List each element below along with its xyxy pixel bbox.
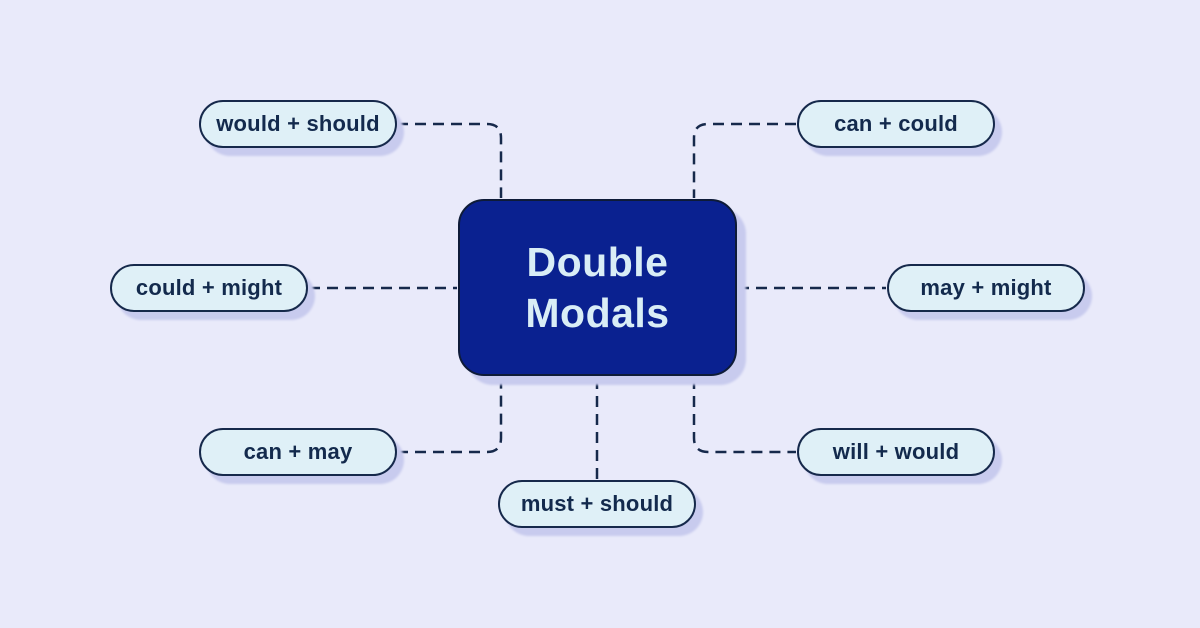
connector-would-should xyxy=(397,122,503,198)
node-can-could: can + could xyxy=(797,100,995,148)
connector-can-may xyxy=(397,378,503,454)
node-label: could + might xyxy=(135,275,283,300)
connector-will-would xyxy=(692,378,796,454)
central-node: Double Modals xyxy=(458,199,737,376)
node-will-would: will + would xyxy=(797,428,995,476)
node-label: may + might xyxy=(920,275,1052,300)
node-label: would + should xyxy=(216,111,380,136)
central-node-label: Double Modals xyxy=(525,239,670,336)
node-would-should: would + should xyxy=(199,100,397,148)
node-label: can + could xyxy=(834,111,958,136)
node-label: must + should xyxy=(520,491,674,516)
node-may-might: may + might xyxy=(887,264,1085,312)
node-label: can + may xyxy=(243,439,353,464)
node-can-may: can + may xyxy=(199,428,397,476)
connector-can-could xyxy=(692,122,796,198)
node-label: will + would xyxy=(832,439,960,464)
node-must-should: must + should xyxy=(498,480,696,528)
node-could-might: could + might xyxy=(110,264,308,312)
